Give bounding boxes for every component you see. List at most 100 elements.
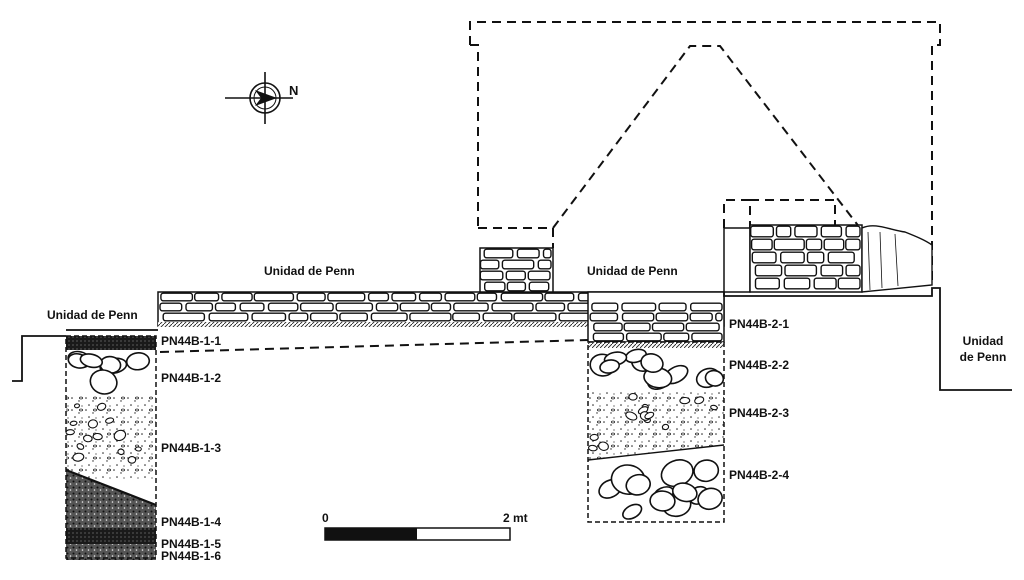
stone <box>589 433 599 441</box>
stone <box>479 270 504 281</box>
stone <box>649 490 676 512</box>
stone <box>544 292 575 302</box>
stone <box>500 292 544 302</box>
trench1-layer-label-3: PN44B-1-3 <box>161 441 222 455</box>
stone <box>134 446 142 452</box>
stone <box>845 225 861 238</box>
trench1-layer-label-1: PN44B-1-1 <box>161 334 222 348</box>
stone <box>710 404 718 411</box>
stone <box>663 332 690 342</box>
stone <box>625 411 638 421</box>
stone <box>537 259 552 270</box>
stone <box>335 302 374 312</box>
stone <box>625 332 662 342</box>
stone <box>775 225 792 238</box>
stone <box>784 264 818 277</box>
stone <box>751 251 777 264</box>
stone <box>476 292 498 302</box>
stone <box>823 238 845 251</box>
stone <box>820 225 843 238</box>
reconstructed-building-outline <box>159 21 941 353</box>
stone <box>592 332 625 342</box>
stone <box>599 359 620 374</box>
stone <box>160 292 194 302</box>
stone <box>370 312 408 322</box>
unit-label-far-right: Unidad de Penn <box>959 334 1007 364</box>
unit-label-wall-left: Unidad de Penn <box>264 264 355 278</box>
stone <box>309 312 338 322</box>
stone <box>651 322 685 332</box>
stone <box>527 270 551 281</box>
stone <box>805 238 823 251</box>
stone <box>516 248 540 259</box>
trench1-layer-label-6: PN44B-1-6 <box>161 549 222 563</box>
stone <box>375 302 399 312</box>
stone <box>837 277 861 290</box>
stone <box>513 312 557 322</box>
stone <box>482 312 513 322</box>
stone <box>444 292 476 302</box>
stone <box>542 248 552 259</box>
stone <box>750 238 773 251</box>
stone <box>845 264 861 277</box>
trench1-layer-label-5: PN44B-1-5 <box>161 537 222 551</box>
stone <box>528 281 550 292</box>
stone <box>593 322 623 332</box>
unit-label-left: Unidad de Penn <box>47 308 138 322</box>
stone <box>214 302 237 312</box>
stone <box>221 292 253 302</box>
stone <box>127 456 137 464</box>
stone <box>658 302 687 312</box>
scale-end-label: 2 mt <box>503 511 528 525</box>
stone <box>452 312 481 322</box>
stone <box>622 503 643 520</box>
stone <box>694 396 705 405</box>
trench2-layer-label-2: PN44B-2-2 <box>729 358 790 372</box>
trench1-layer-label-2: PN44B-1-2 <box>161 371 222 385</box>
scale-bar <box>324 527 511 541</box>
stone <box>671 482 698 503</box>
stone <box>501 259 535 270</box>
stone <box>589 312 619 322</box>
trench-1-profile <box>65 335 157 560</box>
stone <box>92 432 103 441</box>
stone <box>623 322 651 332</box>
ground-lines <box>12 287 1012 391</box>
stone <box>185 302 214 312</box>
stone <box>587 444 598 452</box>
stone <box>754 264 783 277</box>
stone <box>693 459 720 483</box>
stone <box>679 396 691 405</box>
stone <box>690 302 723 312</box>
stone <box>625 473 651 496</box>
stone <box>72 452 85 462</box>
unit-label-wall-right: Unidad de Penn <box>587 264 678 278</box>
stone <box>251 312 287 322</box>
stone <box>253 292 295 302</box>
stone <box>483 248 514 259</box>
stone <box>783 277 811 290</box>
stone <box>715 312 723 322</box>
trench-2-profile <box>587 341 725 523</box>
stone <box>750 225 775 238</box>
stone <box>598 441 609 451</box>
stone <box>113 429 127 442</box>
stone <box>399 302 430 312</box>
stone <box>491 302 534 312</box>
stone <box>159 302 183 312</box>
stone <box>79 353 104 369</box>
stone <box>644 411 655 420</box>
north-arrow-icon <box>225 72 293 124</box>
stone <box>96 402 107 411</box>
stone <box>813 277 837 290</box>
stone <box>267 302 299 312</box>
stone <box>591 302 619 312</box>
stone <box>288 312 309 322</box>
stone <box>628 392 638 401</box>
trench2-layer-label-4: PN44B-2-4 <box>729 468 790 482</box>
stone <box>327 292 366 302</box>
stone <box>806 251 825 264</box>
stone <box>82 434 93 443</box>
stone <box>794 225 818 238</box>
